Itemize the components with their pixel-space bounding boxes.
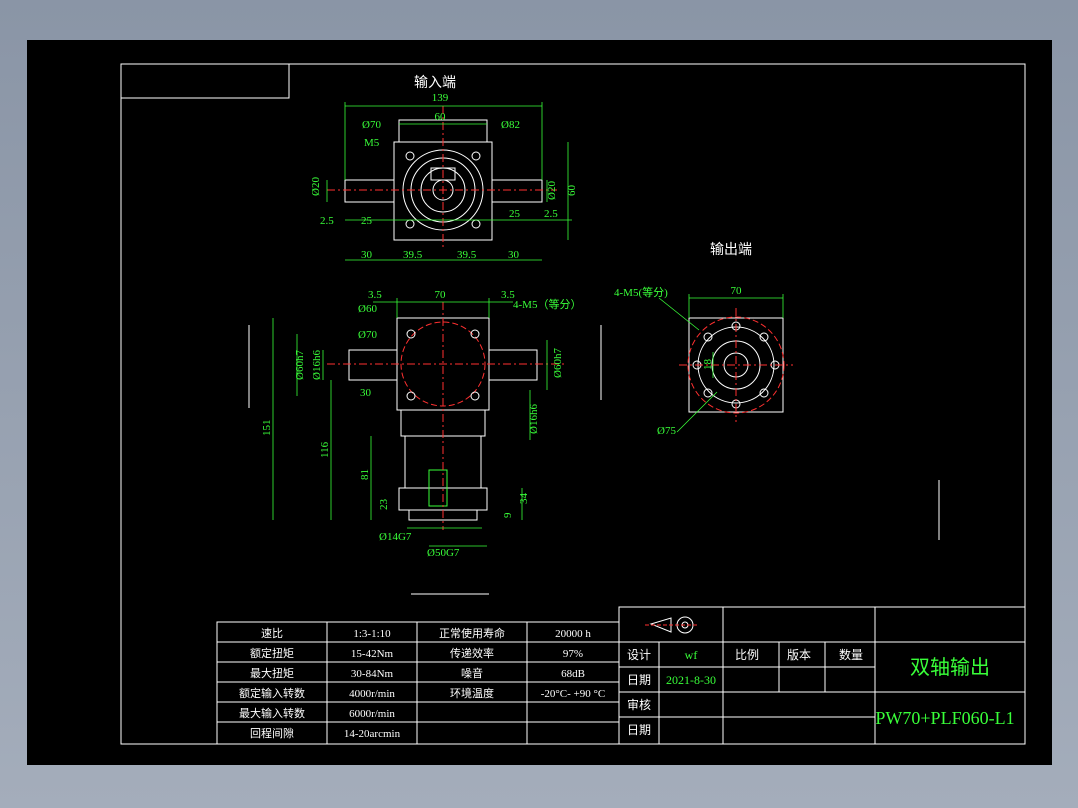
product-name: 双轴输出	[910, 656, 990, 679]
spec-cell-r0-c3: 20000 h	[555, 628, 591, 640]
spec-cell-r2-c0: 最大扭矩	[250, 666, 294, 680]
dim-front-70: 70	[435, 289, 447, 301]
dim-34: 34	[518, 493, 530, 505]
spec-cell-r3-c1: 4000r/min	[349, 688, 395, 700]
spec-cell-r4-c1: 6000r/min	[349, 708, 395, 720]
spec-cell-r3-c3: -20°C- +90 °C	[541, 688, 606, 700]
spec-cell-r5-c1: 14-20arcmin	[344, 728, 401, 740]
corner-box	[120, 63, 290, 99]
dim-d60h7-left: Ø60h7	[294, 350, 306, 380]
dim-23: 23	[378, 499, 390, 511]
spec-cell-r0-c1: 1:3-1:10	[353, 628, 391, 640]
dim-d16h6-left: Ø16h6	[311, 350, 323, 380]
review-label: 审核	[627, 697, 651, 712]
dim-2-5-left: 2.5	[320, 215, 334, 227]
dim-front-m5: 4-M5（等分）	[513, 297, 581, 311]
spec-cell-r0-c0: 速比	[261, 627, 283, 640]
dim-d20-left: Ø20	[310, 177, 322, 196]
top-right-shaft	[491, 179, 543, 203]
dim-d14g7: Ø14G7	[379, 531, 412, 543]
spec-cell-r1-c1: 15-42Nm	[351, 648, 394, 660]
spec-cell-r0-c2: 正常使用寿命	[439, 626, 505, 640]
front-left-shaft	[348, 349, 398, 381]
dim-60-vert: 60	[566, 185, 578, 197]
side-view: 输出端 4-M5(等分) 70 18 Ø75	[614, 242, 793, 437]
front-right-shaft	[488, 349, 538, 381]
dim-d50g7: Ø50G7	[427, 547, 460, 559]
spec-cell-r1-c2: 传递效率	[450, 646, 494, 660]
design-label: 设计	[627, 648, 651, 662]
dim-side-18: 18	[702, 359, 714, 371]
spec-cell-r3-c2: 环境温度	[450, 686, 494, 700]
spec-table: 速比 1:3-1:10 正常使用寿命 20000 h 额定扭矩 15-42Nm 传递效率 97…	[216, 621, 620, 745]
drawing-sheet: 输入端 139 60 Ø70 Ø82 M5 Ø	[27, 40, 1052, 765]
dim-30-left: 30	[361, 249, 373, 261]
dim-81: 81	[359, 469, 371, 480]
version-label: 版本	[787, 648, 811, 662]
input-end-title: 输入端	[414, 75, 456, 91]
dim-d16h6-right: Ø16h6	[528, 404, 540, 434]
dim-39-5-left: 39.5	[403, 249, 423, 261]
dim-m5: M5	[364, 137, 380, 149]
dim-front-3-5-left: 3.5	[368, 289, 382, 301]
dim-30-right: 30	[508, 249, 520, 261]
dim-116: 116	[319, 441, 331, 458]
dim-front-d70: Ø70	[358, 329, 377, 341]
designer: wf	[685, 648, 698, 662]
dim-front-30: 30	[360, 387, 372, 399]
output-end-title: 输出端	[710, 242, 752, 258]
dim-25-left: 25	[361, 215, 373, 227]
model-number: PW70+PLF060-L1	[875, 708, 1014, 728]
top-view: 输入端 139 60 Ø70 Ø82 M5 Ø	[310, 75, 578, 261]
dim-side-m5: 4-M5(等分)	[614, 285, 668, 299]
scale-label: 比例	[735, 648, 759, 662]
design-date: 2021-8-30	[666, 673, 716, 687]
dim-139: 139	[432, 92, 449, 104]
dim-side-d75: Ø75	[657, 425, 676, 437]
cad-drawing: 输入端 139 60 Ø70 Ø82 M5 Ø	[120, 63, 1026, 745]
quantity-label: 数量	[839, 647, 863, 662]
date-label: 日期	[627, 673, 651, 687]
dim-d82: Ø82	[501, 119, 520, 131]
side-pcd	[687, 316, 785, 414]
spec-cell-r5-c0: 回程间隙	[250, 726, 294, 740]
spec-cell-r2-c3: 68dB	[561, 668, 585, 680]
dim-9: 9	[502, 512, 514, 518]
dim-side-70: 70	[731, 285, 743, 297]
dim-d60h7-right: Ø60h7	[552, 348, 564, 378]
spec-cell-r1-c0: 额定扭矩	[250, 646, 294, 660]
front-view: 3.5 70 3.5 Ø60 Ø70 4-M5（等分） Ø60h7 Ø16h6 …	[248, 289, 940, 595]
spec-cell-r2-c1: 30-84Nm	[351, 668, 394, 680]
dim-d70: Ø70	[362, 119, 381, 131]
dim-d20-right: Ø20	[546, 181, 558, 200]
dim-front-3-5-right: 3.5	[501, 289, 515, 301]
spec-cell-r2-c2: 噪音	[461, 666, 483, 680]
side-mid	[711, 340, 761, 390]
title-block: 设计 wf 日期 2021-8-30 审核 日期 比例 版本 数量 双轴输出 P…	[618, 606, 1026, 745]
dim-front-d60: Ø60	[358, 303, 377, 315]
dim-39-5-right: 39.5	[457, 249, 477, 261]
top-left-shaft	[344, 179, 395, 203]
top-key	[430, 167, 456, 181]
dim-25-right: 25	[509, 208, 521, 220]
dim-2-5-right: 2.5	[544, 208, 558, 220]
spec-cell-r4-c0: 最大输入转数	[239, 706, 305, 720]
date-label-2: 日期	[627, 723, 651, 737]
dim-60: 60	[435, 111, 447, 123]
spec-cell-r3-c0: 额定输入转数	[239, 686, 305, 700]
front-output-bore	[428, 469, 448, 507]
dim-151: 151	[261, 420, 273, 437]
spec-cell-r1-c3: 97%	[563, 648, 583, 660]
